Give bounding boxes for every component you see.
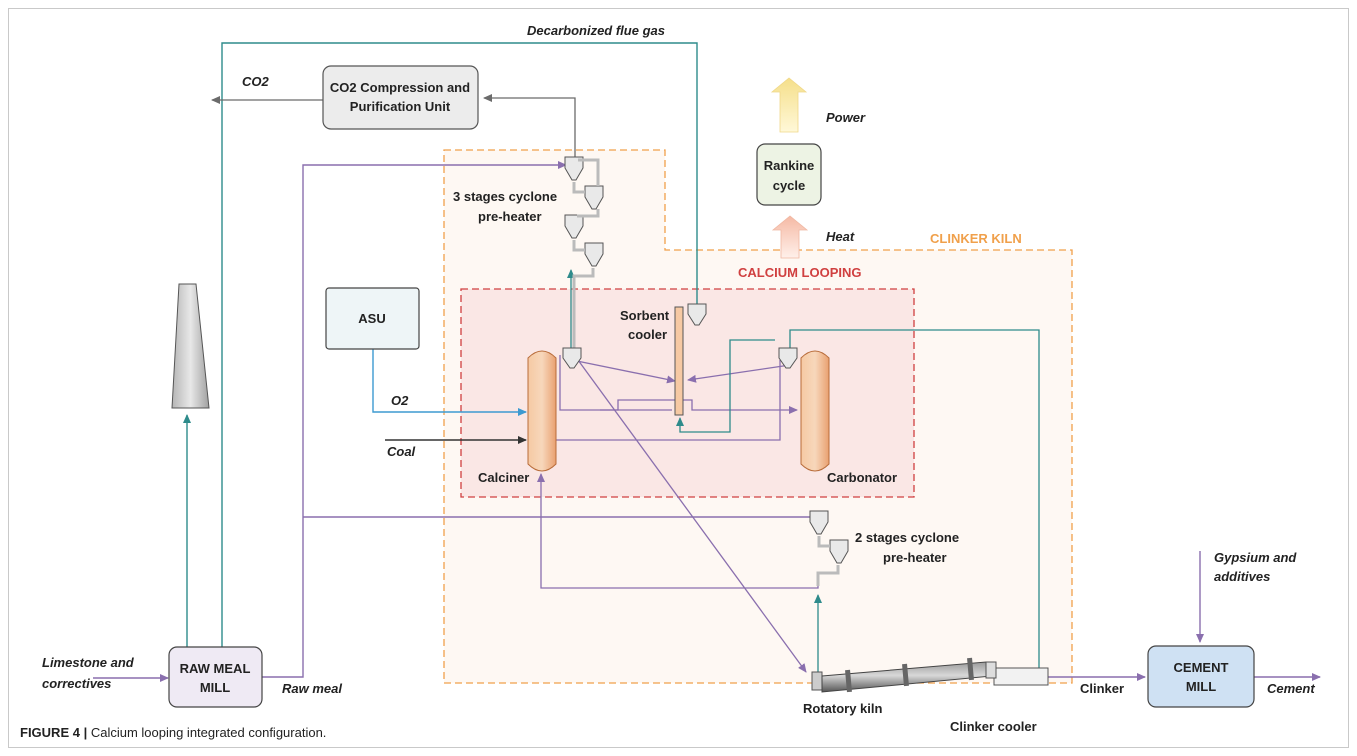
carbonator-solids-to-calciner-line — [528, 360, 781, 444]
power-label: Power — [826, 110, 866, 125]
clinker-cooler — [985, 661, 1049, 686]
decarbonized-flue-gas-label: Decarbonized flue gas — [527, 23, 665, 38]
carbonator-gas-line — [789, 329, 1040, 668]
preheater2-label-line2: pre-heater — [883, 550, 947, 565]
cement-mill — [1147, 645, 1255, 708]
clinker-kiln-zone-label: CLINKER KILN — [930, 231, 1022, 246]
limestone-label-line2: correctives — [42, 676, 111, 691]
o2-label: O2 — [391, 393, 409, 408]
raw-meal-label: Raw meal — [282, 681, 342, 696]
o2-line — [372, 348, 527, 416]
power-arrow — [770, 77, 808, 133]
calciner-to-kiln-line — [577, 359, 807, 673]
carbonator-cyclone-to-cooler-line — [687, 364, 791, 383]
figure-caption: FIGURE 4 | Calcium looping integrated co… — [20, 725, 326, 740]
rankine-cycle — [756, 143, 822, 206]
rotary-kiln-label: Rotatory kiln — [803, 701, 883, 716]
two-stage-cyclone-preheater — [809, 510, 849, 586]
cement-label: Cement — [1267, 681, 1315, 696]
calcium-looping-zone-label: CALCIUM LOOPING — [738, 265, 862, 280]
preheater3-label-line2: pre-heater — [478, 209, 542, 224]
rankine-label-line2: cycle — [773, 178, 806, 193]
stack — [171, 283, 210, 409]
carbonator-to-cooler-teal-line — [676, 339, 775, 433]
co2-unit-label-line2: Purification Unit — [350, 99, 451, 114]
gypsium-label-line2: additives — [1214, 569, 1270, 584]
calciner-label: Calciner — [478, 470, 529, 485]
sorbent-cooler — [674, 303, 707, 416]
raw-meal-mill-label-line2: MILL — [200, 680, 230, 695]
rankine-label-line1: Rankine — [764, 158, 815, 173]
carbonator-label: Carbonator — [827, 470, 897, 485]
decarbonized-flue-gas-line — [218, 42, 698, 664]
raw-meal-mill-label-line1: RAW MEAL — [180, 661, 251, 676]
co2-to-cpu-line — [483, 94, 576, 162]
cement-mill-label-line1: CEMENT — [1174, 660, 1229, 675]
figure-label: FIGURE 4 | — [20, 725, 88, 740]
limestone-label-line1: Limestone and — [42, 655, 135, 670]
cement-mill-label-line2: MILL — [1186, 679, 1216, 694]
preheater2-label-line1: 2 stages cyclone — [855, 530, 959, 545]
carbonator-reactor — [778, 347, 830, 472]
raw-meal-mill — [168, 646, 263, 708]
three-stage-cyclone-preheater — [564, 156, 604, 350]
clinker-label: Clinker — [1080, 681, 1124, 696]
calciner-reactor — [527, 347, 582, 472]
sorbent-cooler-label-line2: cooler — [628, 327, 667, 342]
clinker-cooler-label: Clinker cooler — [950, 719, 1037, 734]
preheater3-label-line1: 3 stages cyclone — [453, 189, 557, 204]
gypsium-label-line1: Gypsium and — [1214, 550, 1297, 565]
calciner-to-sorbent-cooler-line — [571, 359, 676, 384]
figure-frame — [8, 8, 1349, 748]
rotary-kiln — [811, 657, 993, 693]
raw-meal-out-line — [262, 161, 567, 678]
co2-compression-unit — [322, 65, 479, 130]
coal-label: Coal — [387, 444, 416, 459]
co2-label: CO2 — [242, 74, 270, 89]
heat-label: Heat — [826, 229, 855, 244]
sorbent-cooler-label-line1: Sorbent — [620, 308, 670, 323]
asu-unit — [325, 287, 420, 350]
figure-caption-text: Calcium looping integrated configuration… — [90, 725, 327, 740]
co2-unit-label-line1: CO2 Compression and — [330, 80, 470, 95]
heat-arrow — [771, 215, 809, 259]
asu-label: ASU — [358, 311, 385, 326]
calciner-solids-to-carbonator-line — [559, 355, 798, 414]
